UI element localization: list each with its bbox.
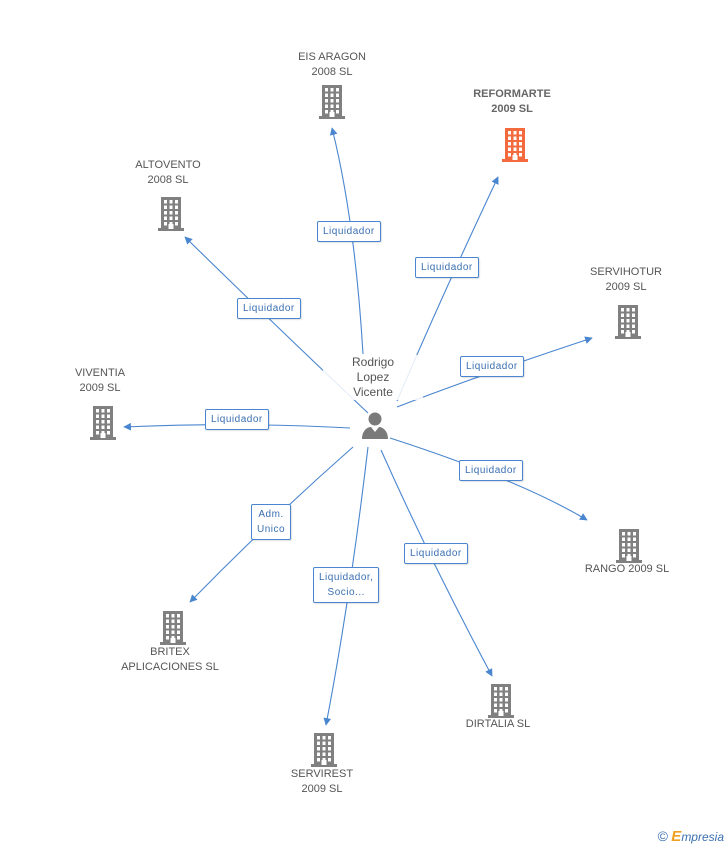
person-name-line: Rodrigo <box>351 355 395 369</box>
company-label-rango[interactable]: RANGO 2009 SL <box>557 562 697 577</box>
company-name-line: EIS ARAGON <box>298 51 366 63</box>
relation-label-viventia[interactable]: Liquidador <box>205 409 269 430</box>
relation-label-servihotur[interactable]: Liquidador <box>460 356 524 377</box>
building-icon[interactable] <box>157 611 189 650</box>
company-label-reformarte[interactable]: REFORMARTE 2009 SL <box>442 87 582 117</box>
company-label-dirtalia[interactable]: DIRTALIA SL <box>428 717 568 732</box>
building-icon[interactable] <box>316 85 348 124</box>
building-icon[interactable] <box>499 128 531 167</box>
building-icon[interactable] <box>308 733 340 772</box>
building-icon[interactable] <box>612 305 644 344</box>
company-name-line: ALTOVENTO <box>135 159 201 171</box>
company-name-line: BRITEX <box>150 646 190 658</box>
brand-logo[interactable]: Empresia <box>671 828 724 845</box>
relation-label-line: Liquidador <box>243 303 295 314</box>
relation-label-britex[interactable]: Adm. Unico <box>251 504 292 540</box>
company-name-line: 2009 SL <box>79 382 121 394</box>
company-label-eis-aragon[interactable]: EIS ARAGON 2008 SL <box>262 50 402 80</box>
copyright-icon: © <box>657 828 668 844</box>
company-name-line: SERVIHOTUR <box>590 266 662 278</box>
company-label-servihotur[interactable]: SERVIHOTUR 2009 SL <box>556 265 696 295</box>
company-label-altovento[interactable]: ALTOVENTO 2008 SL <box>98 158 238 188</box>
building-icon[interactable] <box>87 406 119 445</box>
company-name-line: 2008 SL <box>311 66 353 78</box>
company-name-line: APLICACIONES SL <box>121 661 219 673</box>
company-label-britex[interactable]: BRITEX APLICACIONES SL <box>100 645 240 675</box>
relation-label-line: Liquidador <box>465 465 517 476</box>
relation-label-line: Liquidador <box>410 548 462 559</box>
company-name-line: DIRTALIA SL <box>465 718 531 730</box>
relation-label-line: Liquidador <box>211 414 263 425</box>
relation-label-dirtalia[interactable]: Liquidador <box>404 543 468 564</box>
relation-label-line: Unico <box>257 524 286 535</box>
brand-initial: E <box>671 828 682 845</box>
relation-label-line: Liquidador <box>466 361 518 372</box>
company-name-line: 2009 SL <box>605 281 647 293</box>
relation-label-servirest[interactable]: Liquidador, Socio... <box>313 567 380 603</box>
relation-label-line: Socio... <box>327 587 365 598</box>
relation-label-rango[interactable]: Liquidador <box>459 460 523 481</box>
building-icon[interactable] <box>485 684 517 723</box>
relation-label-altovento[interactable]: Liquidador <box>237 298 301 319</box>
person-name-line: Vicente <box>353 385 393 399</box>
relation-label-line: Liquidador <box>323 226 375 237</box>
company-name-line: 2009 SL <box>491 103 533 115</box>
company-name-line: REFORMARTE <box>473 88 551 100</box>
company-name-line: 2009 SL <box>301 783 343 795</box>
person-name: Rodrigo Lopez Vicente <box>323 355 423 400</box>
person-name-line: Lopez <box>356 370 390 384</box>
relation-label-line: Liquidador, <box>319 572 374 583</box>
relation-label-line: Adm. <box>258 509 284 520</box>
company-name-line: RANGO 2009 SL <box>584 563 670 575</box>
footer: © Empresia <box>658 828 724 845</box>
relation-label-eis-aragon[interactable]: Liquidador <box>317 221 381 242</box>
brand-name: mpresia <box>681 830 724 844</box>
company-label-viventia[interactable]: VIVENTIA 2009 SL <box>30 366 170 396</box>
building-icon[interactable] <box>613 529 645 568</box>
person-icon[interactable] <box>360 410 390 440</box>
company-name-line: SERVIREST <box>290 768 354 780</box>
relation-label-line: Liquidador <box>421 262 473 273</box>
company-name-line: VIVENTIA <box>74 367 126 379</box>
company-name-line: 2008 SL <box>147 174 189 186</box>
company-label-servirest[interactable]: SERVIREST 2009 SL <box>252 767 392 797</box>
building-icon[interactable] <box>155 197 187 236</box>
relation-label-reformarte[interactable]: Liquidador <box>415 257 479 278</box>
